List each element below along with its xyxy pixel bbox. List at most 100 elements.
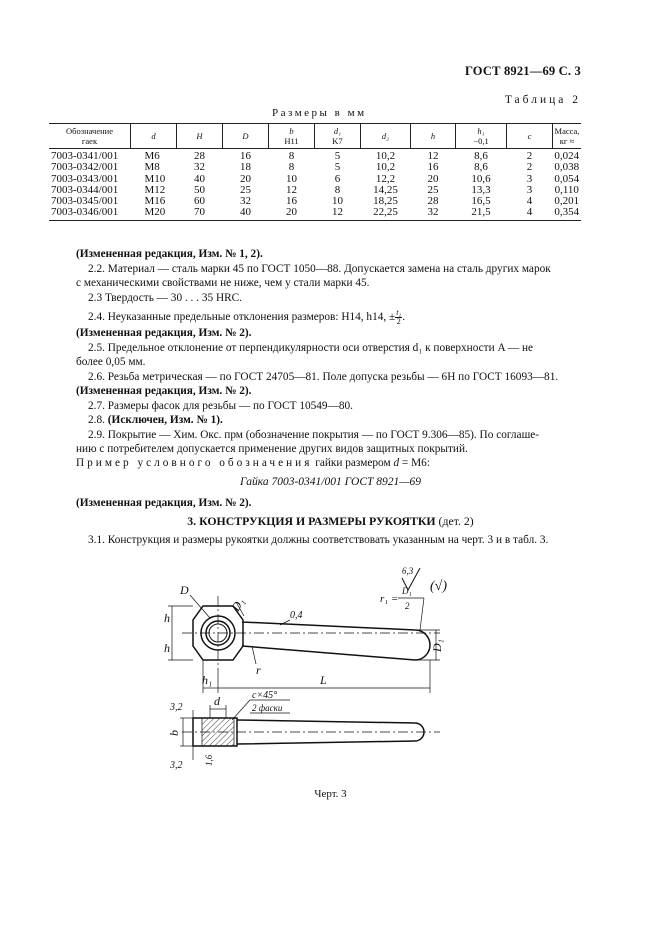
label-04: 0,4 (290, 610, 303, 621)
cell: 18,25 (373, 195, 398, 208)
designation-example: Гайка 7003-0341/001 ГОСТ 8921—69 (240, 476, 421, 488)
revision-note: (Измененная редакция, Изм. № 2). (76, 327, 252, 339)
label-c45: c×45° (252, 690, 277, 701)
cell: 8 (288, 150, 295, 162)
cell: 32 (194, 161, 205, 174)
paragraph-2-5-cont: более 0,05 мм. (76, 356, 146, 368)
label-h-top: h (164, 611, 170, 625)
cell: 70 (176, 207, 223, 221)
cell: 0,054 (554, 172, 580, 185)
label-r1-den: 2 (405, 601, 410, 611)
paragraph-2-3: 2.3 Твердость — 30 . . . 35 HRC. (88, 292, 243, 304)
revision-note: (Измененная редакция, Изм. № 2). (76, 497, 252, 509)
label-32-top: 3,2 (169, 702, 183, 713)
example-value: = M6: (399, 457, 430, 469)
label-roughness-paren: (√) (430, 579, 447, 594)
paragraph-3-1: 3.1. Конструкция и размеры рукоятки долж… (88, 534, 549, 546)
cell: 16 (240, 150, 251, 162)
cell: M16 (144, 195, 166, 208)
paragraph-2-5: 2.5. Предельное отклонение от перпендику… (88, 342, 534, 354)
paragraph-2-9-cont: нию с потребителем допускается применени… (76, 443, 468, 455)
cell: 7003-0341/001 (51, 150, 119, 162)
cell: 60 (194, 195, 205, 208)
cell: 18 (240, 161, 251, 174)
col-header: Масса,кг ≈ (552, 123, 581, 149)
handle-outline (241, 621, 431, 661)
col-header: c (506, 123, 553, 149)
cell: 12,2 (375, 172, 396, 185)
revision-note: (Измененная редакция, Изм. № 1, 2). (76, 248, 263, 260)
cell: 7003-0346/001 (49, 207, 131, 221)
figure-caption: Черт. 3 (314, 788, 347, 800)
leader-r (251, 645, 257, 665)
cell: 12 (314, 207, 361, 221)
table-number: Таблица 2 (504, 94, 581, 106)
paragraph-2-8: 2.8. (Исключен, Изм. № 1). (88, 413, 223, 427)
cell: 0,024 (554, 150, 580, 162)
cell: 32 (410, 207, 456, 221)
paragraph-2-4-end: . (402, 311, 406, 324)
col-header: h₁−0,1 (455, 123, 507, 149)
col-header: d₂ (360, 123, 411, 149)
cell: 0,354 (552, 206, 581, 221)
label-D: D (179, 583, 189, 597)
label-roughness: 6,3 (402, 566, 414, 576)
label-b: b (167, 730, 181, 736)
cell: 10,2 (375, 161, 396, 174)
leader-c45 (231, 699, 251, 721)
label-D1-head: D₁ (228, 595, 247, 614)
leader-r1b (419, 597, 425, 631)
cell: 14,25 (373, 183, 398, 196)
label-16: 1,6 (204, 754, 214, 766)
leader-D1 (235, 601, 245, 617)
cell: 8,6 (474, 150, 488, 162)
cell: M8 (144, 161, 160, 174)
example-text: гайки размером (312, 457, 394, 469)
cell: 5 (334, 161, 341, 174)
cell: 10,6 (471, 172, 491, 185)
paragraph-2-7: 2.7. Размеры фасок для резьбы — по ГОСТ … (88, 400, 353, 412)
cell: 12 (427, 150, 439, 162)
label-r1: r₁ = (380, 593, 398, 605)
cell: 0,038 (554, 161, 580, 174)
paragraph-2-4-text: 2.4. Неуказанные предельные отклонения р… (88, 311, 396, 324)
fraction-numerator: t₂ (395, 308, 403, 318)
revision-note: (Измененная редакция, Изм. № 2). (76, 385, 252, 397)
cell: 13,3 (471, 183, 491, 196)
paragraph-2-8-num: 2.8. (88, 414, 108, 426)
cell: 2 (526, 150, 533, 162)
section-title-text: 3. КОНСТРУКЦИЯ И РАЗМЕРЫ РУКОЯТКИ (187, 514, 436, 528)
cell: 8 (288, 161, 295, 174)
label-32-bottom: 3,2 (169, 760, 183, 771)
cell: 40 (194, 172, 205, 185)
cell: 20 (268, 207, 315, 221)
label-d: d (214, 694, 221, 708)
paragraph-2-8-note: (Исключен, Изм. № 1). (107, 414, 223, 426)
cell: 10 (332, 195, 343, 208)
cell: M10 (144, 172, 166, 185)
cell: 25 (427, 183, 439, 196)
label-D1-end: D₁ (430, 639, 444, 653)
example-line: Пример условного обозначения гайки разме… (76, 456, 430, 470)
label-h-bottom: h (164, 641, 170, 655)
side-section (201, 717, 235, 747)
cell: 25 (240, 183, 251, 196)
cell: 7003-0345/001 (51, 195, 119, 208)
roughness-icon (401, 567, 421, 592)
cell: 5 (334, 150, 341, 162)
col-header: H (176, 123, 223, 149)
cell: 7003-0343/001 (51, 172, 119, 185)
cell: 7003-0344/001 (51, 183, 119, 196)
cell: 22,25 (360, 207, 411, 221)
cell: 16 (286, 195, 297, 208)
section-title: 3. КОНСТРУКЦИЯ И РАЗМЕРЫ РУКОЯТКИ (дет. … (0, 514, 661, 529)
